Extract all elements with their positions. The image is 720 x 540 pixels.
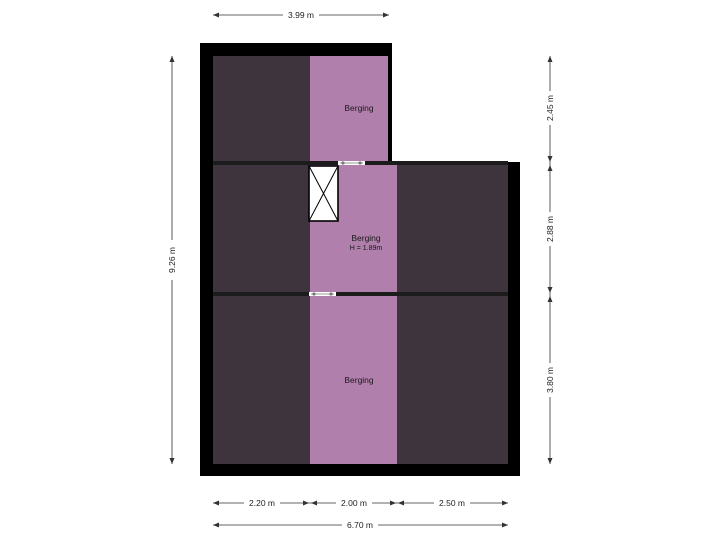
- dimension-label-bottom-1: 2.20 m: [249, 498, 275, 508]
- room-label-bottom: Berging: [344, 375, 374, 385]
- dimension-label-total-width: 6.70 m: [347, 520, 373, 530]
- room-height-label: H = 1.89m: [350, 245, 383, 252]
- dimension-top-width: 3.99 m: [213, 9, 389, 21]
- dimension-bottom-segments: 2.20 m 2.00 m 2.50 m: [213, 497, 508, 509]
- room-bottom: [310, 296, 397, 464]
- door-icon: [338, 161, 365, 165]
- dimension-label-bottom-2: 2.00 m: [341, 498, 367, 508]
- room-label-top: Berging: [344, 103, 374, 113]
- dimension-label-bottom-3: 2.50 m: [439, 498, 465, 508]
- dark-area-top-left: [213, 56, 310, 163]
- dimension-label-right-1: 2.45 m: [545, 95, 555, 121]
- partition-wall-lower: [213, 292, 508, 296]
- dimension-label-top-width: 3.99 m: [288, 10, 314, 20]
- room-label-middle: Berging: [351, 233, 381, 243]
- door-icon: [309, 292, 336, 296]
- room-top: [310, 56, 388, 163]
- dimension-right-segments: 2.45 m 2.88 m 3.80 m: [543, 56, 557, 464]
- dark-area-middle-left: [213, 165, 310, 294]
- dark-area-bottom-right: [397, 296, 508, 464]
- dark-area-bottom-left: [213, 296, 310, 464]
- stair-opening-icon: [308, 165, 339, 222]
- dimension-total-height: 9.26 m: [165, 56, 179, 464]
- dimension-total-width: 6.70 m: [213, 519, 508, 531]
- dimension-label-total-height: 9.26 m: [167, 247, 177, 273]
- dark-area-middle-right: [397, 165, 508, 294]
- dimension-label-right-3: 3.80 m: [545, 367, 555, 393]
- dimension-label-right-2: 2.88 m: [545, 216, 555, 242]
